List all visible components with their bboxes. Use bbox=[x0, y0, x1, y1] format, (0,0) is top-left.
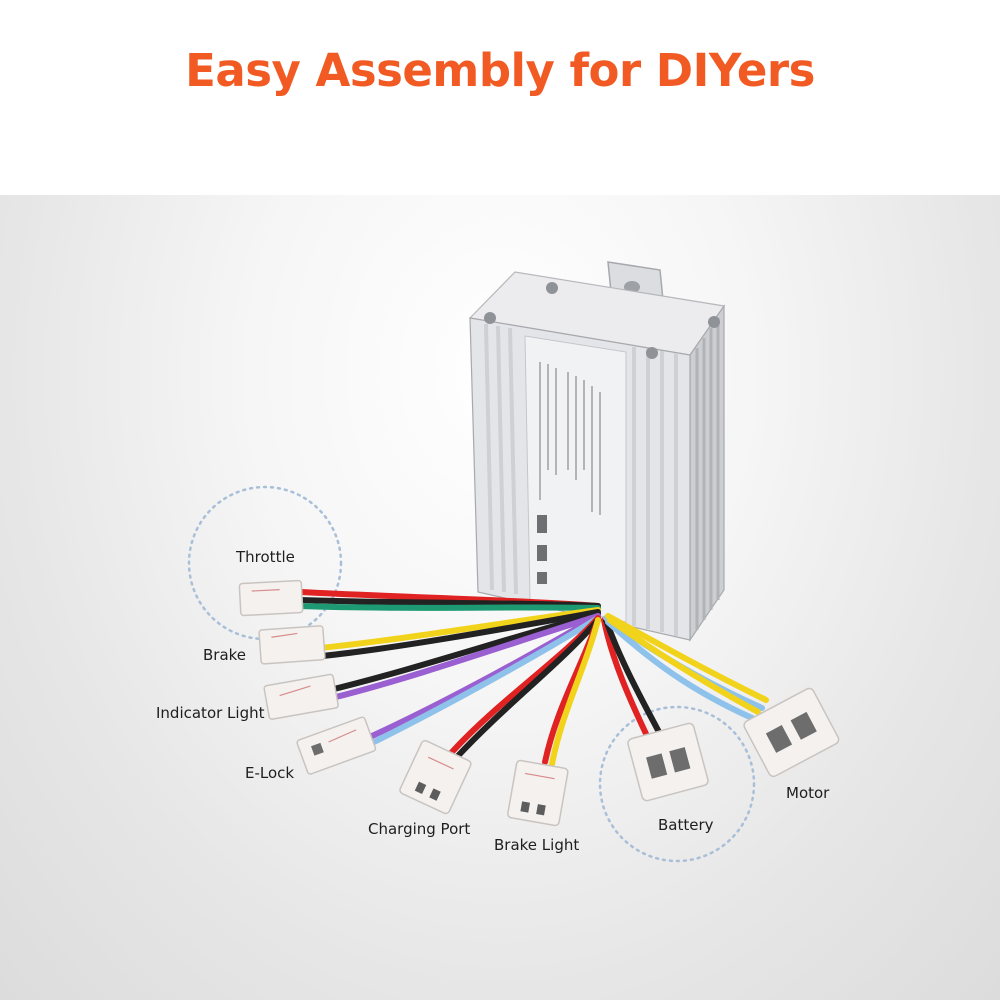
brake-light-label: Brake Light bbox=[494, 836, 580, 854]
page-title: Easy Assembly for DIYers bbox=[185, 44, 815, 97]
indicator-light-label: Indicator Light bbox=[156, 704, 265, 722]
battery-highlight-circle bbox=[598, 705, 756, 863]
brake-light-connector bbox=[507, 759, 569, 827]
brake-label: Brake bbox=[203, 646, 247, 664]
motor-label: Motor bbox=[786, 784, 830, 802]
battery-label: Battery bbox=[658, 816, 714, 834]
charging-port-connector bbox=[399, 739, 472, 815]
e-lock-label: E-Lock bbox=[245, 764, 295, 782]
throttle-label: Throttle bbox=[236, 548, 295, 566]
controller-box bbox=[468, 261, 726, 642]
throttle-connector bbox=[238, 579, 304, 617]
charging-port-label: Charging Port bbox=[368, 820, 471, 838]
wire-bundle bbox=[297, 589, 769, 767]
motor-connector bbox=[743, 687, 840, 778]
e-lock-connector bbox=[296, 716, 377, 775]
battery-connector bbox=[627, 722, 709, 802]
indicator-light-connector bbox=[263, 673, 339, 720]
brake-connector bbox=[258, 625, 326, 665]
